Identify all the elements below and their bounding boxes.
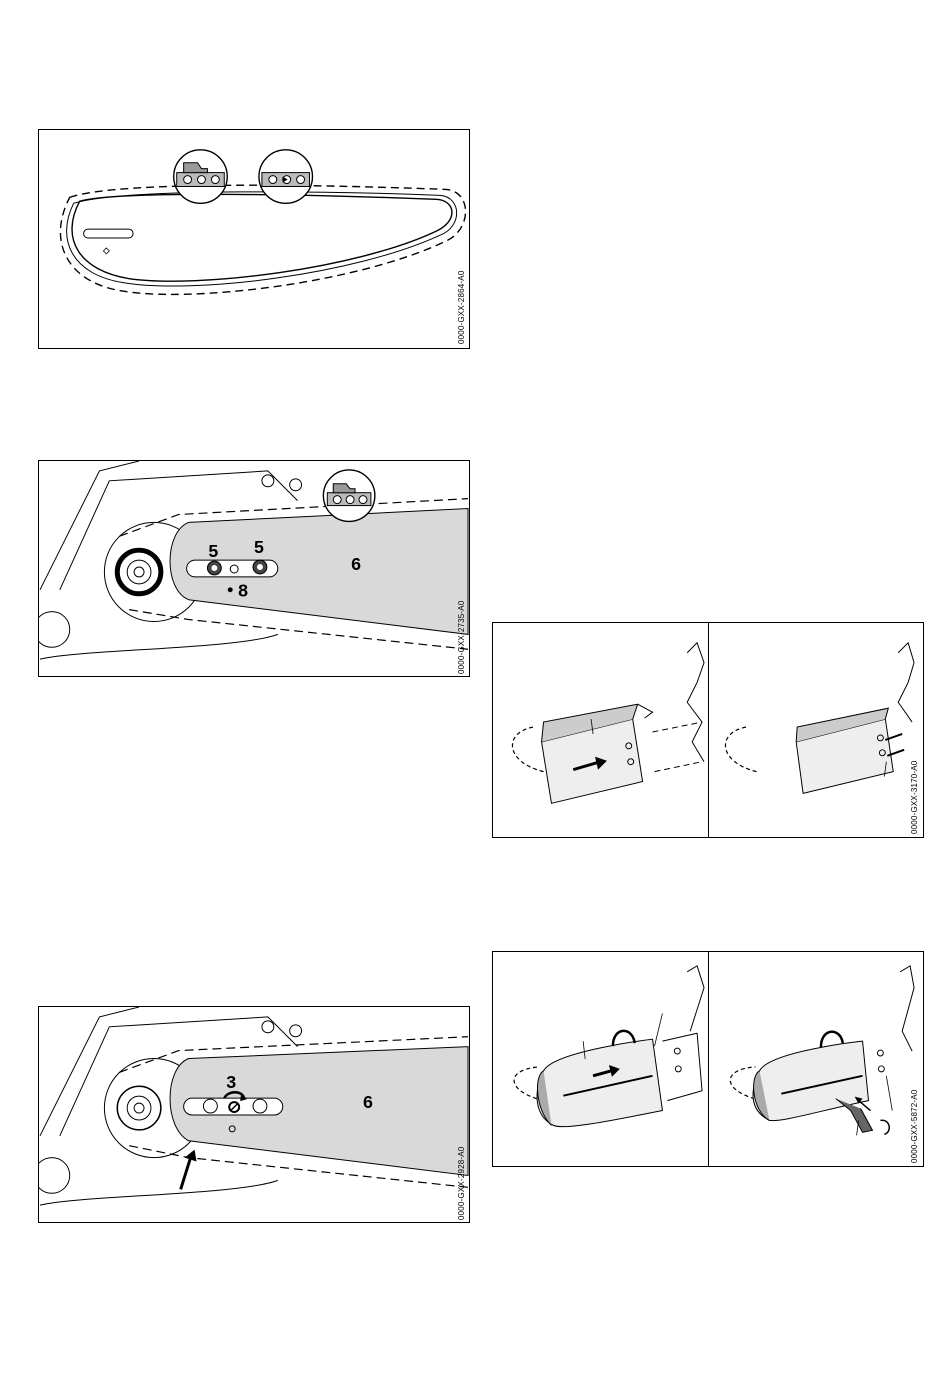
figure-code: 0000-GXX-2928-A0 xyxy=(457,1147,466,1220)
figure-code: 0000-GXX-5872-A0 xyxy=(910,1090,919,1163)
label-nut-right: 5 xyxy=(254,537,264,557)
scabbard-attach-illustration xyxy=(493,623,923,837)
figure-bar-mounting: 5 5 6 8 0000-GXX-2735-A0 xyxy=(38,460,470,677)
figure-scabbard-attach: 0000-GXX-3170-A0 xyxy=(492,622,924,838)
figure-code: 0000-GXX-2864-A0 xyxy=(457,271,466,344)
label-bore: 8 xyxy=(238,581,248,601)
chain-tensioning-illustration: 3 6 xyxy=(39,1007,469,1222)
figure-chain-tensioning: 3 6 0000-GXX-2928-A0 xyxy=(38,1006,470,1223)
figure-code: 0000-GXX-2735-A0 xyxy=(457,601,466,674)
label-nut-left: 5 xyxy=(208,541,218,561)
chain-bar-illustration xyxy=(39,130,469,348)
label-tensioning-screw: 3 xyxy=(226,1072,236,1092)
bar-mounting-illustration: 5 5 6 8 xyxy=(39,461,469,676)
label-guide-bar: 6 xyxy=(351,554,361,574)
cover-attach-illustration xyxy=(493,952,923,1166)
label-guide-bar: 6 xyxy=(363,1092,373,1112)
figure-cover-attach: 0000-GXX-5872-A0 xyxy=(492,951,924,1167)
figure-chain-direction: 0000-GXX-2864-A0 xyxy=(38,129,470,349)
figure-code: 0000-GXX-3170-A0 xyxy=(910,761,919,834)
